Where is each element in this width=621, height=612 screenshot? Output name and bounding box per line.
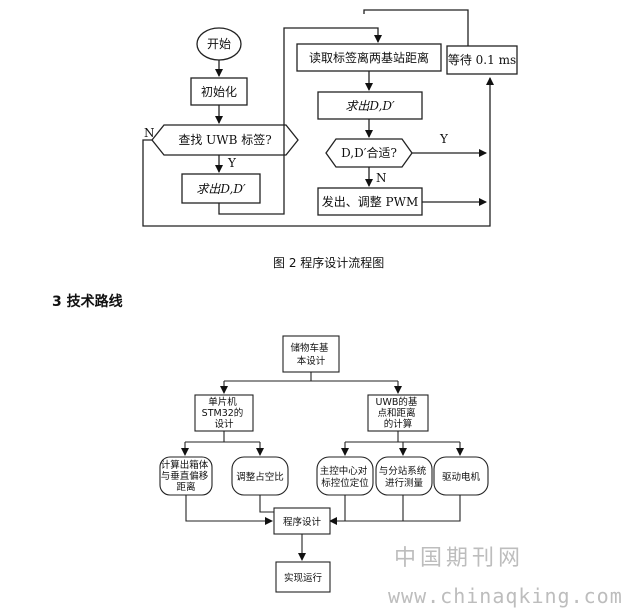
read-distance-label: 读取标签离两基站距离 xyxy=(309,50,429,65)
suitable-yes-label: Y xyxy=(439,132,449,146)
wait-node xyxy=(446,45,518,75)
suitable-label: D,D′合适? xyxy=(341,145,397,160)
program-label: 程序设计 xyxy=(283,516,322,528)
drive-motor-label: 驱动电机 xyxy=(442,471,481,483)
watermark-url: www.chinaqking.com xyxy=(388,584,621,608)
uwb-node xyxy=(367,394,429,432)
program-node xyxy=(273,507,331,535)
realize-label: 实现运行 xyxy=(284,572,323,584)
find-tag-decision xyxy=(151,124,299,156)
compute-left-label: 求出D,D′ xyxy=(196,182,246,196)
find-yes-label: Y xyxy=(227,156,237,170)
technical-route-diagram: 储物车基 本设计 单片机 STM32的 设计 UWB的基 点和距离 的计算 xyxy=(159,335,489,593)
compute-right-label: 求出D,D′ xyxy=(345,99,395,113)
read-distance-node xyxy=(296,43,442,72)
adjust-duty-label: 调整占空比 xyxy=(236,471,284,483)
compute-left-node xyxy=(181,173,261,204)
substation-label: 与分站系统 进行测量 xyxy=(379,465,430,489)
root-node xyxy=(282,335,340,373)
calc-box-label: 计算出箱体 与垂直偏移 距离 xyxy=(161,459,212,493)
drive-motor-node xyxy=(433,456,489,496)
realize-node xyxy=(275,561,331,593)
output-pwm-label: 发出、调整 PWM xyxy=(322,194,419,209)
find-tag-label: 查找 UWB 标签? xyxy=(178,132,271,147)
suitable-no-label: N xyxy=(376,171,387,185)
compute-right-node xyxy=(317,91,423,120)
figure-caption: 图 2 程序设计流程图 xyxy=(273,256,385,270)
section-heading: 3 技术路线 xyxy=(52,294,123,310)
program-flowchart: 开始 初始化 查找 UWB 标签? Y N 求出D,D′ 读取标签离两基站距离 … xyxy=(142,9,518,227)
uwb-label: UWB的基 点和距离 的计算 xyxy=(376,396,421,430)
init-label: 初始化 xyxy=(201,85,237,99)
root-label: 储物车基 本设计 xyxy=(290,342,331,367)
substation-node xyxy=(375,456,433,496)
mcu-label: 单片机 STM32的 设计 xyxy=(202,396,247,430)
center-pos-label: 主控中心对 标控位定位 xyxy=(320,465,371,489)
start-label: 开始 xyxy=(207,37,231,51)
wait-label: 等待 0.1 ms xyxy=(448,53,516,67)
mcu-node xyxy=(194,394,254,432)
watermark-cn: 中国期刊网 xyxy=(394,546,525,571)
find-no-label: N xyxy=(144,126,155,140)
